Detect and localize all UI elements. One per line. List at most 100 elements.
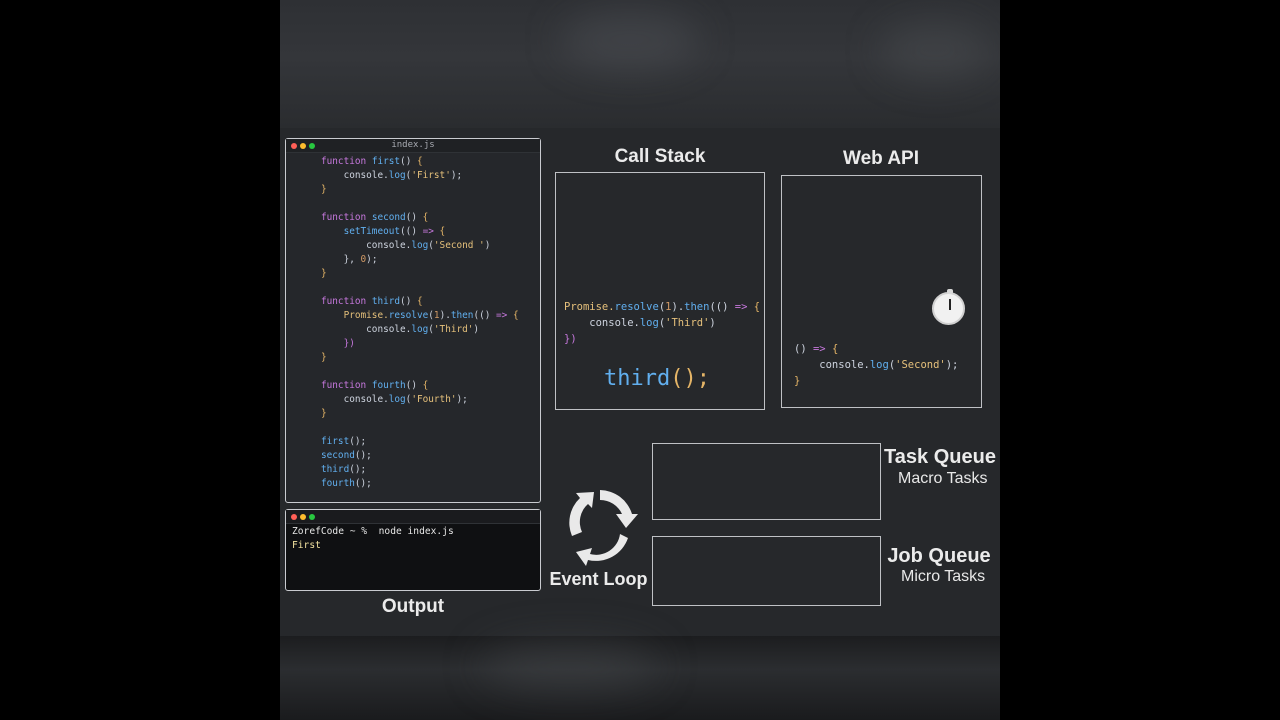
event-loop-icon: [569, 490, 638, 566]
terminal-window: ZorefCode ~ % node index.js First: [285, 509, 541, 591]
task-queue-title: Task Queue: [884, 446, 996, 468]
code-line: }): [286, 337, 540, 351]
code-token: }: [321, 352, 327, 363]
micro-tasks-label: Micro Tasks: [901, 568, 986, 585]
job-queue-title: Job Queue: [887, 545, 991, 567]
code-token: ();: [354, 478, 372, 489]
code-line: }: [794, 373, 958, 389]
code-token: third: [371, 296, 401, 307]
code-token: =>: [734, 301, 754, 313]
code-line: console.log('Third'): [564, 315, 760, 331]
code-token: ();: [349, 464, 367, 475]
code-token: =>: [496, 310, 513, 321]
editor-filename: index.js: [391, 140, 435, 150]
code-token: first: [371, 156, 401, 167]
task-queue-box: [652, 443, 881, 520]
code-line: function fourth() {: [286, 379, 540, 393]
close-dot-icon: [291, 143, 297, 149]
code-token: fourth: [371, 380, 406, 391]
call-stack-box: Promise.resolve(1).then(() => { console.…: [555, 172, 765, 410]
code-line: Promise.resolve(1).then(() => {: [286, 309, 540, 323]
stopwatch-hand: [949, 299, 951, 310]
maximize-dot-icon: [309, 514, 315, 520]
editor-titlebar: index.js: [286, 139, 540, 153]
code-line: [286, 365, 540, 379]
code-line: third();: [286, 463, 540, 477]
code-line: function second() {: [286, 211, 540, 225]
code-token: ();: [349, 436, 367, 447]
code-token: (): [405, 212, 423, 223]
code-line: setTimeout(() => {: [286, 225, 540, 239]
code-line: fourth();: [286, 477, 540, 491]
code-token: 'Fourth': [411, 394, 457, 405]
code-token: {: [416, 156, 423, 167]
code-line: console.log('Second '): [286, 239, 540, 253]
current-call-name: third: [604, 366, 671, 391]
code-token: 'Third': [665, 317, 710, 329]
web-api-title: Web API: [842, 148, 919, 169]
code-token: {: [422, 212, 429, 223]
code-token: }: [321, 184, 327, 195]
code-token: second: [371, 212, 406, 223]
code-line: [286, 421, 540, 435]
code-line: console.log('First');: [286, 169, 540, 183]
call-stack-frame-third: third();: [604, 366, 710, 391]
code-token: log: [869, 359, 889, 371]
code-token: (): [400, 156, 417, 167]
code-token: (: [405, 170, 412, 181]
code-token: log: [411, 240, 429, 251]
code-token: ): [484, 240, 491, 251]
code-token: console.: [564, 317, 640, 329]
code-token: fourth: [321, 478, 355, 489]
code-token: log: [388, 170, 406, 181]
code-line: console.log('Second');: [794, 357, 958, 373]
code-token: (: [428, 240, 434, 251]
macro-tasks-label: Macro Tasks: [898, 470, 988, 487]
code-token: log: [411, 324, 429, 335]
code-token: {: [416, 296, 423, 307]
code-token: ((): [400, 226, 423, 237]
code-line: }): [564, 331, 760, 347]
code-token: );: [945, 359, 959, 371]
current-call-parens: ();: [670, 366, 710, 391]
code-token: );: [450, 170, 463, 181]
terminal-output: First: [292, 540, 321, 551]
maximize-dot-icon: [309, 143, 315, 149]
code-line: second();: [286, 449, 540, 463]
stopwatch-knob: [947, 289, 953, 294]
code-token: console.: [321, 240, 412, 251]
code-token: function: [321, 156, 372, 167]
code-token: );: [456, 394, 468, 405]
code-token: (: [658, 317, 666, 329]
code-line: Promise.resolve(1).then(() => {: [564, 299, 760, 315]
code-token: =>: [812, 343, 832, 355]
code-token: },: [321, 254, 361, 265]
code-token: ).: [671, 301, 685, 313]
code-token: {: [831, 343, 839, 355]
code-token: console.: [794, 359, 870, 371]
call-stack-title: Call Stack: [614, 146, 706, 167]
code-line: }: [286, 183, 540, 197]
code-token: resolve: [388, 310, 429, 321]
code-token: first: [321, 436, 350, 447]
code-token: function: [321, 380, 372, 391]
code-line: first();: [286, 435, 540, 449]
source-code: function first() { console.log('First');…: [286, 155, 540, 491]
code-editor-window: index.js function first() { console.log(…: [285, 138, 541, 503]
code-token: log: [639, 317, 659, 329]
code-token: {: [439, 226, 446, 237]
code-token: console.: [321, 324, 412, 335]
code-token: 'First': [411, 170, 451, 181]
minimize-dot-icon: [300, 143, 306, 149]
code-token: setTimeout: [321, 226, 401, 237]
code-line: console.log('Fourth');: [286, 393, 540, 407]
code-token: ();: [354, 450, 372, 461]
code-token: (: [428, 324, 434, 335]
code-token: (: [658, 301, 666, 313]
code-token: function: [321, 212, 372, 223]
code-line: [286, 197, 540, 211]
code-token: Promise.: [564, 301, 615, 313]
code-token: }: [321, 268, 327, 279]
code-token: 1: [665, 301, 672, 313]
code-token: (: [888, 359, 896, 371]
